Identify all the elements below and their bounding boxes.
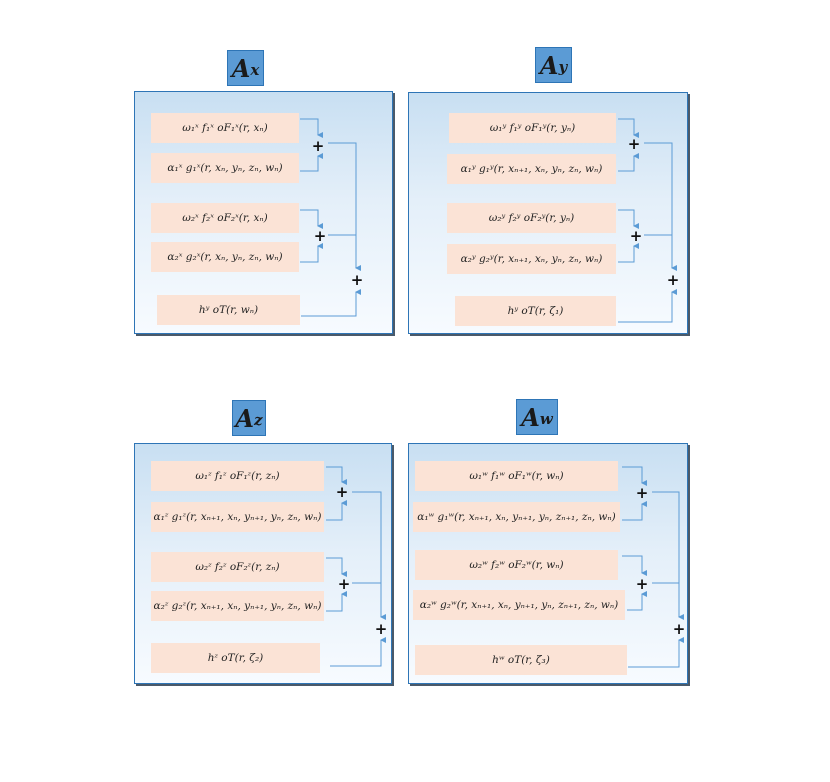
term-box: ω₁ˣ f₁ˣ oF₁ˣ(r, xₙ) <box>151 113 299 143</box>
title-subscript: z <box>254 411 263 429</box>
title-main: A <box>539 50 559 80</box>
title-subscript: w <box>539 410 553 428</box>
term-box: α₂ᶻ g₂ᶻ(r, xₙ₊₁, xₙ, yₙ₊₁, yₙ, zₙ, wₙ) <box>151 591 324 621</box>
title-subscript: x <box>250 61 260 79</box>
term-box: ω₂ᶻ f₂ᶻ oF₂ᶻ(r, zₙ) <box>151 552 324 582</box>
term-box: α₂ʸ g₂ʸ(r, xₙ₊₁, xₙ, yₙ, zₙ, wₙ) <box>447 244 616 274</box>
term-box: hʸ oT(r, ζ₁) <box>455 296 616 326</box>
term-box: hʷ oT(r, ζ₃) <box>415 645 627 675</box>
title-main: A <box>231 53 251 83</box>
term-box: α₁ˣ g₁ˣ(r, xₙ, yₙ, zₙ, wₙ) <box>151 153 299 183</box>
term-box: ω₂ˣ f₂ˣ oF₂ˣ(r, xₙ) <box>151 203 299 233</box>
term-box: α₁ᶻ g₁ᶻ(r, xₙ₊₁, xₙ, yₙ₊₁, yₙ, zₙ, wₙ) <box>151 502 324 532</box>
term-box: hᶻ oT(r, ζ₂) <box>151 643 320 673</box>
term-box: α₁ʸ g₁ʸ(r, xₙ₊₁, xₙ, yₙ, zₙ, wₙ) <box>447 154 616 184</box>
title-main: A <box>521 402 540 432</box>
term-box: α₂ˣ g₂ˣ(r, xₙ, yₙ, zₙ, wₙ) <box>151 242 299 272</box>
term-box: ω₁ʷ f₁ʷ oF₁ʷ(r, wₙ) <box>415 461 618 491</box>
term-box: α₂ʷ g₂ʷ(r, xₙ₊₁, xₙ, yₙ₊₁, yₙ, zₙ₊₁, zₙ,… <box>413 590 625 620</box>
title-subscript: y <box>558 58 568 76</box>
term-box: ω₁ʸ f₁ʸ oF₁ʸ(r, yₙ) <box>449 113 616 143</box>
term-box: α₁ʷ g₁ʷ(r, xₙ₊₁, xₙ, yₙ₊₁, yₙ, zₙ₊₁, zₙ,… <box>413 502 620 532</box>
term-box: ω₂ʷ f₂ʷ oF₂ʷ(r, wₙ) <box>415 550 618 580</box>
term-box: hʸ oT(r, wₙ) <box>157 295 300 325</box>
term-box: ω₂ʸ f₂ʸ oF₂ʸ(r, yₙ) <box>447 203 616 233</box>
term-box: ω₁ᶻ f₁ᶻ oF₁ᶻ(r, zₙ) <box>151 461 324 491</box>
title-main: A <box>235 403 255 433</box>
